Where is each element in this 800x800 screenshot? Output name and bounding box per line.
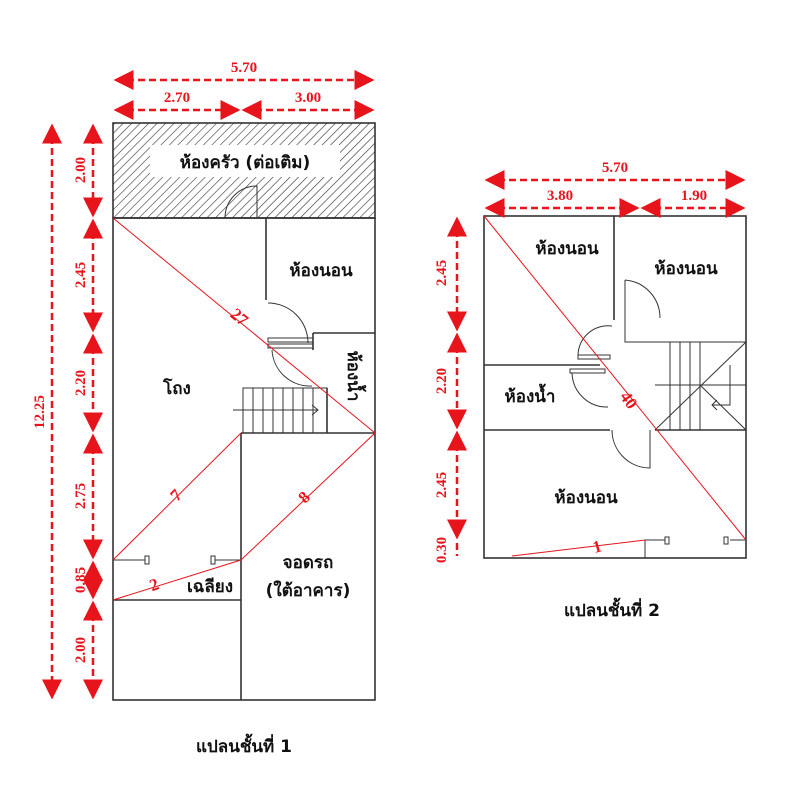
room-label-bathroom: ห้องน้ำ <box>505 383 556 407</box>
room-label-bedroom: ห้องนอน <box>554 488 618 508</box>
room-label-garage-sub: (ใต้อาคาร) <box>266 580 351 601</box>
dimension-label: 2.45 <box>434 260 450 286</box>
plan2-caption: แปลนชั้นที่ 2 <box>564 597 660 621</box>
dimension-label: 2.75 <box>73 483 89 509</box>
dimension-label: 0.30 <box>434 537 450 563</box>
bathroom-door <box>271 349 313 387</box>
dimension-label: 0.85 <box>73 567 89 593</box>
diagonal-label: 40 <box>616 388 641 413</box>
dimension-label: 12.25 <box>32 395 48 429</box>
dimension-label: 2.45 <box>73 262 89 288</box>
dimension-label: 2.00 <box>73 637 89 663</box>
room-label-bathroom: ห้องน้ำ <box>343 351 367 402</box>
dimension-label: 2.70 <box>164 90 190 106</box>
stair-arrow-icon <box>711 365 731 411</box>
stair-arrow-icon <box>311 404 319 416</box>
dimension-label: 2.20 <box>434 368 450 394</box>
bedroom-door <box>611 429 651 469</box>
dimension-label: 5.70 <box>231 60 257 76</box>
left-dimensions: 2.45 2.20 2.45 0.30 <box>434 216 467 563</box>
room-label-kitchen: ห้องครัว (ต่อเติม) <box>180 153 311 173</box>
bathroom-door <box>571 372 609 408</box>
dimension-label: 5.70 <box>602 160 628 176</box>
diagonal-label: 2 <box>147 574 161 595</box>
dimension-label: 1.90 <box>681 188 707 204</box>
room-label-living: โถง <box>162 378 191 399</box>
bedroom-door <box>577 325 613 357</box>
floor-plan-1: 27 7 8 2 ห้องครัว (ต่อเติม) ห้องนอน ห้อง… <box>32 60 376 757</box>
diagonal-label: 27 <box>227 304 253 330</box>
floor-plan-2: 40 1 ห้องนอน ห้องนอน ห้องน้ำ ห้องนอน 5.7… <box>434 160 747 621</box>
dimension-label: 2.00 <box>73 157 89 183</box>
bedroom-door <box>267 302 309 344</box>
room-label-patio: เฉลียง <box>187 576 233 597</box>
left-dimensions: 2.00 2.45 2.20 2.75 0.85 2.00 <box>73 123 103 700</box>
room-label-bedroom: ห้องนอน <box>289 261 353 281</box>
dimension-label: 3.80 <box>547 188 573 204</box>
kitchen-door <box>224 185 258 219</box>
dimension-label: 2.45 <box>434 472 450 498</box>
bedroom-door <box>624 279 661 319</box>
plan1-outline <box>112 217 376 701</box>
room-label-garage: จอดรถ <box>283 553 334 573</box>
stairs <box>654 341 747 431</box>
dimension-label: 3.00 <box>295 90 321 106</box>
room-label-bedroom: ห้องนอน <box>654 259 718 279</box>
room-label-bedroom: ห้องนอน <box>535 239 599 259</box>
dimension-label: 2.20 <box>73 370 89 396</box>
diagonal-label: 7 <box>166 485 186 505</box>
diagonal-label: 8 <box>294 487 313 506</box>
diagonal-label: 1 <box>591 536 604 557</box>
stairs <box>233 387 328 434</box>
plan1-caption: แปลนชั้นที่ 1 <box>196 733 292 757</box>
